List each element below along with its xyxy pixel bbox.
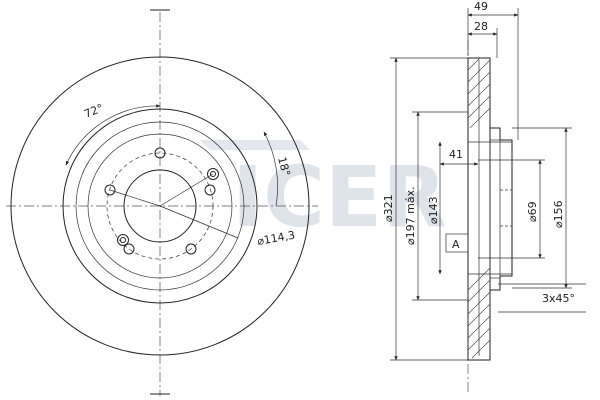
dia-197-label: ⌀197 máx. [404, 186, 417, 245]
dia-156-label: ⌀156 [552, 200, 565, 228]
bolt-holes [104, 147, 219, 255]
dia-69-label: ⌀69 [526, 201, 539, 222]
dim-41-label: 41 [449, 148, 463, 161]
dia-143-label: ⌀143 [427, 196, 440, 224]
datum-a-label: A [452, 238, 460, 251]
dia-321-label: ⌀321 [382, 194, 395, 222]
chamfer-label: 3x45° [542, 292, 575, 305]
pcd-leader [159, 205, 239, 239]
threaded-hole [117, 234, 129, 246]
threaded-hole-core [210, 171, 216, 177]
datum-a-box [445, 233, 469, 253]
radial-line [109, 189, 161, 207]
bolt-hole [185, 243, 197, 255]
bolt-hole [123, 243, 135, 255]
angle-72-label: 72° [82, 101, 105, 120]
threaded-hole-core [120, 237, 126, 243]
radial-line [159, 173, 214, 207]
hat-wall [489, 139, 501, 279]
side-view: 49 28 41 ⌀321 ⌀197 máx. ⌀143 ⌀69 ⌀156 A … [382, 0, 586, 394]
bolt-circle [106, 152, 214, 260]
angle-18-label: 18° [275, 155, 293, 177]
watermark-text: ICER [232, 148, 447, 246]
hat-outline [490, 127, 513, 291]
icer-watermark: ICER [200, 140, 447, 246]
dim-49-label: 49 [474, 0, 488, 13]
bolt-hole [204, 184, 216, 196]
angle-72-arc [65, 104, 161, 166]
angle-18-arc [263, 131, 278, 207]
disc-section [467, 57, 513, 361]
outer-disc-edge [10, 56, 310, 356]
threaded-hole [207, 168, 219, 180]
center-bore [123, 169, 197, 243]
bolt-hole [104, 184, 116, 196]
dim-28-label: 28 [474, 20, 488, 33]
